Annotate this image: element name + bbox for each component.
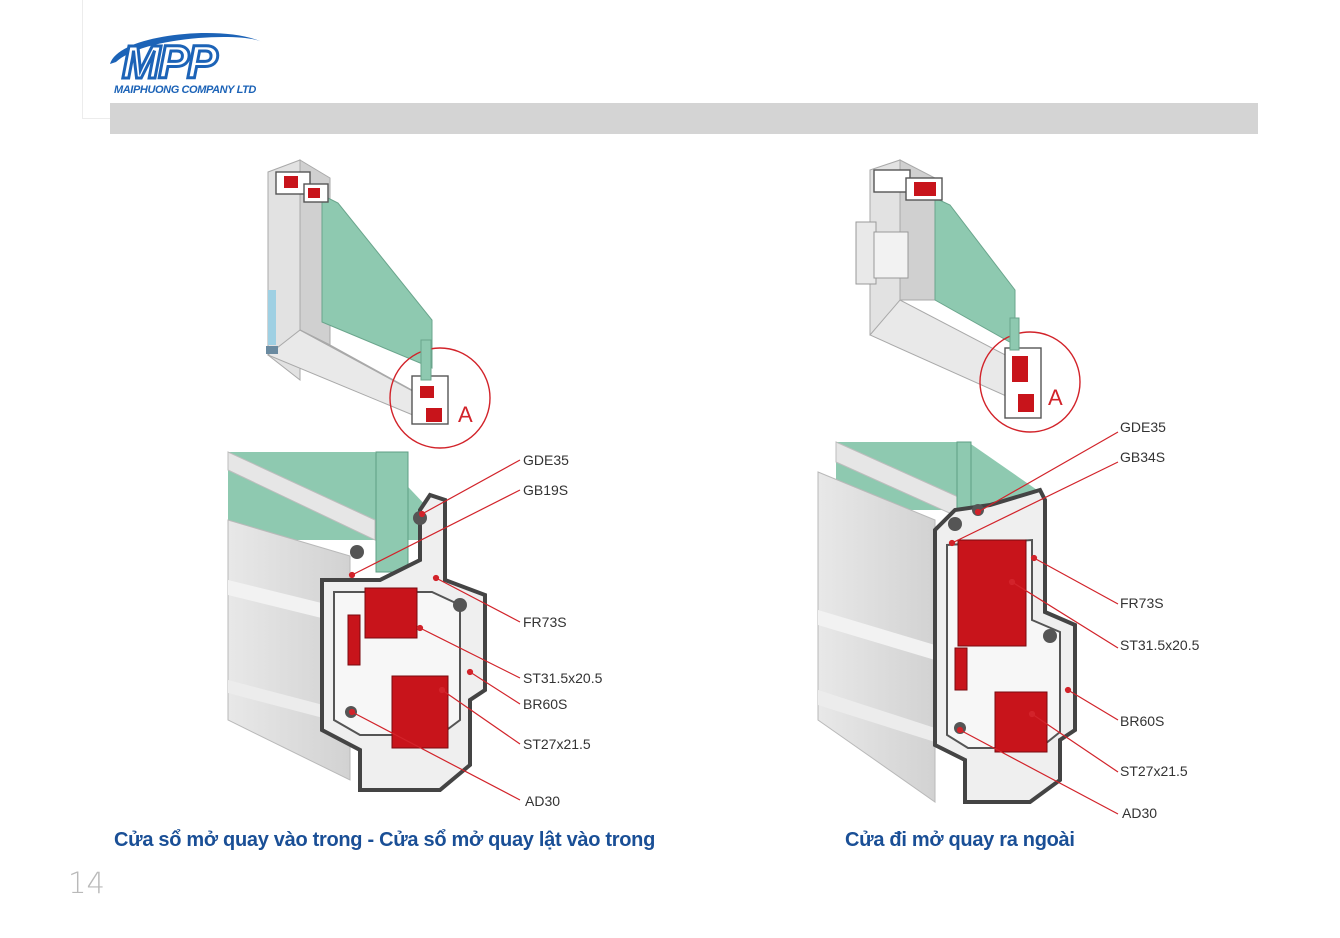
part-label: GDE35: [523, 452, 569, 468]
page-number: 14: [68, 866, 105, 900]
detail-marker: A: [1048, 385, 1063, 410]
part-label: GB34S: [1120, 449, 1165, 465]
section-view-right: GDE35 GB34S FR73S ST31.5x20.5 BR60S ST27…: [817, 419, 1200, 821]
company-name: MAIPHUONG COMPANY LTD: [114, 84, 256, 96]
section-view-left: GDE35 GB19S FR73S ST31.5x20.5 BR60S ST27…: [227, 451, 603, 809]
part-label: ST31.5x20.5: [1120, 637, 1200, 653]
detail-marker: A: [458, 402, 473, 427]
caption-right: Cửa đi mở quay ra ngoài: [845, 829, 1075, 851]
corner-frame-line: [82, 0, 83, 118]
window-overview-left: [266, 159, 433, 419]
header-band: [110, 103, 1258, 134]
part-label: FR73S: [523, 614, 567, 630]
part-label: FR73S: [1120, 595, 1164, 611]
caption-left: Cửa sổ mở quay vào trong - Cửa sổ mở qua…: [114, 829, 655, 851]
door-overview-right: [855, 159, 1016, 401]
part-label: ST27x21.5: [523, 736, 591, 752]
detail-circle-left: A: [389, 339, 491, 449]
detail-circle-right: A: [979, 317, 1081, 433]
part-label: BR60S: [523, 696, 567, 712]
logo-text: MPP: [122, 36, 218, 88]
part-label: BR60S: [1120, 713, 1164, 729]
part-label: ST31.5x20.5: [523, 670, 603, 686]
part-label: GDE35: [1120, 419, 1166, 435]
part-label: GB19S: [523, 482, 568, 498]
part-label: AD30: [525, 793, 560, 809]
part-label: AD30: [1122, 805, 1157, 821]
mpp-logo: MPP: [110, 33, 262, 90]
part-label: ST27x21.5: [1120, 763, 1188, 779]
